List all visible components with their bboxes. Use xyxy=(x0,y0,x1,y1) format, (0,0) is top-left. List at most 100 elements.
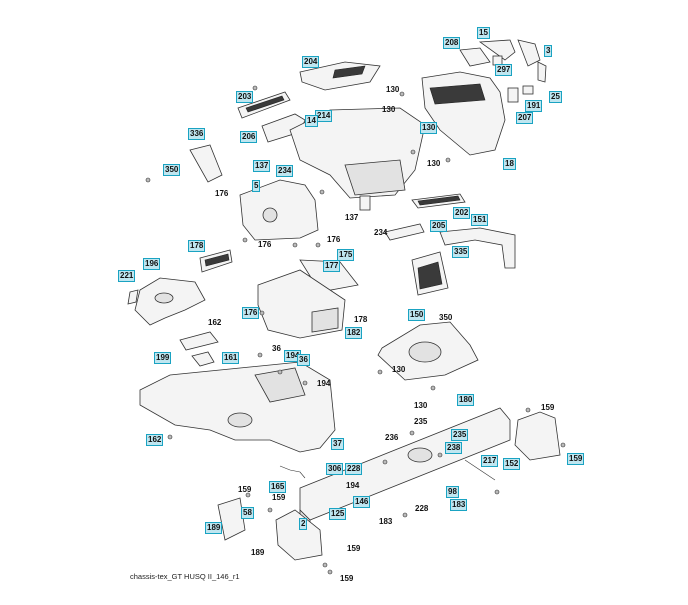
callout-137[interactable]: 137 xyxy=(253,160,271,172)
callout-125[interactable]: 125 xyxy=(329,508,347,520)
callout-236-plain[interactable]: 236 xyxy=(385,433,399,442)
callout-130-plain-1[interactable]: 130 xyxy=(382,105,396,114)
callout-146[interactable]: 146 xyxy=(353,496,371,508)
part-hood-14 xyxy=(289,107,426,199)
part-hood-panel-204 xyxy=(299,61,381,91)
callout-5[interactable]: 5 xyxy=(252,180,261,192)
callout-176[interactable]: 176 xyxy=(242,307,260,319)
callout-130-plain-2[interactable]: 130 xyxy=(427,159,441,168)
callout-2[interactable]: 2 xyxy=(299,518,308,530)
callout-130[interactable]: 130 xyxy=(420,122,438,134)
callout-206[interactable]: 206 xyxy=(240,131,258,143)
callout-194-plain-2[interactable]: 194 xyxy=(346,481,360,490)
callout-130-plain-3[interactable]: 130 xyxy=(392,365,406,374)
part-front-hood-18 xyxy=(421,71,506,156)
callout-350[interactable]: 350 xyxy=(163,164,181,176)
callout-159-plain-2[interactable]: 159 xyxy=(238,485,252,494)
part-foot-platform-37 xyxy=(139,361,336,453)
callout-217[interactable]: 217 xyxy=(481,455,499,467)
callout-214[interactable]: 214 xyxy=(315,110,333,122)
callout-221[interactable]: 221 xyxy=(118,270,136,282)
callout-159-plain-5[interactable]: 159 xyxy=(340,574,354,583)
callout-202[interactable]: 202 xyxy=(453,207,471,219)
callout-162-plain[interactable]: 162 xyxy=(208,318,222,327)
callout-15[interactable]: 15 xyxy=(477,27,490,39)
callout-98[interactable]: 98 xyxy=(446,486,459,498)
callout-183-plain[interactable]: 183 xyxy=(379,517,393,526)
part-335 xyxy=(411,251,449,296)
callout-165[interactable]: 165 xyxy=(269,481,287,493)
callout-36-plain[interactable]: 36 xyxy=(272,344,281,353)
part-bracket-151 xyxy=(439,227,516,269)
callout-159[interactable]: 159 xyxy=(567,453,585,465)
callout-178-plain[interactable]: 178 xyxy=(354,315,368,324)
callout-335[interactable]: 335 xyxy=(452,246,470,258)
callout-176-plain-2[interactable]: 176 xyxy=(258,240,272,249)
callout-151[interactable]: 151 xyxy=(471,214,489,226)
callout-159-plain-4[interactable]: 159 xyxy=(347,544,361,553)
callout-130-plain-4[interactable]: 130 xyxy=(414,401,428,410)
callout-235-plain[interactable]: 235 xyxy=(414,417,428,426)
callout-199[interactable]: 199 xyxy=(154,352,172,364)
callout-205[interactable]: 205 xyxy=(430,220,448,232)
callout-207[interactable]: 207 xyxy=(516,112,534,124)
callout-204[interactable]: 204 xyxy=(302,56,320,68)
callout-238[interactable]: 238 xyxy=(445,442,463,454)
part-221 xyxy=(127,289,139,305)
callout-18[interactable]: 18 xyxy=(503,158,516,170)
part-207 xyxy=(507,87,519,103)
callout-14[interactable]: 14 xyxy=(305,115,318,127)
part-pan-150 xyxy=(377,321,479,381)
callout-203[interactable]: 203 xyxy=(236,91,254,103)
callout-234[interactable]: 234 xyxy=(276,165,294,177)
part-vent-178 xyxy=(199,249,233,273)
callout-58[interactable]: 58 xyxy=(241,507,254,519)
callout-189[interactable]: 189 xyxy=(205,522,223,534)
callout-175[interactable]: 175 xyxy=(337,249,355,261)
callout-137-plain[interactable]: 137 xyxy=(345,213,359,222)
part-dash-5 xyxy=(239,179,319,241)
callout-194-plain-1[interactable]: 194 xyxy=(317,379,331,388)
callout-152[interactable]: 152 xyxy=(503,458,521,470)
callout-350-plain[interactable]: 350 xyxy=(439,313,453,322)
callout-36[interactable]: 36 xyxy=(297,354,310,366)
callout-25[interactable]: 25 xyxy=(549,91,562,103)
callout-235[interactable]: 235 xyxy=(451,429,469,441)
callout-3[interactable]: 3 xyxy=(544,45,553,57)
callout-159-plain-1[interactable]: 159 xyxy=(541,403,555,412)
callout-336[interactable]: 336 xyxy=(188,128,206,140)
part-25 xyxy=(537,61,547,83)
callout-37[interactable]: 37 xyxy=(331,438,344,450)
callout-189-plain[interactable]: 189 xyxy=(251,548,265,557)
callout-177[interactable]: 177 xyxy=(323,260,341,272)
callout-162[interactable]: 162 xyxy=(146,434,164,446)
callout-150[interactable]: 150 xyxy=(408,309,426,321)
callout-130-plain-5[interactable]: 130 xyxy=(386,85,400,94)
part-console-182 xyxy=(257,269,346,339)
callout-228[interactable]: 228 xyxy=(345,463,363,475)
callout-191[interactable]: 191 xyxy=(525,100,543,112)
part-grille-202 xyxy=(411,193,466,209)
part-rod-217 xyxy=(464,459,496,481)
callout-176-plain-3[interactable]: 176 xyxy=(327,235,341,244)
callout-159-plain-3[interactable]: 159 xyxy=(272,493,286,502)
callout-176-plain-1[interactable]: 176 xyxy=(215,189,229,198)
part-152 xyxy=(514,411,561,461)
part-199 xyxy=(179,331,219,351)
part-front-bracket-2 xyxy=(275,509,323,561)
callout-196[interactable]: 196 xyxy=(143,258,161,270)
callout-161[interactable]: 161 xyxy=(222,352,240,364)
callout-297[interactable]: 297 xyxy=(495,64,513,76)
callout-306[interactable]: 306 xyxy=(326,463,344,475)
part-234 xyxy=(359,195,371,211)
part-205 xyxy=(384,223,425,241)
callout-228-plain[interactable]: 228 xyxy=(415,504,429,513)
callout-208[interactable]: 208 xyxy=(443,37,461,49)
callout-234-plain[interactable]: 234 xyxy=(374,228,388,237)
callout-178[interactable]: 178 xyxy=(188,240,206,252)
callout-183[interactable]: 183 xyxy=(450,499,468,511)
callout-182[interactable]: 182 xyxy=(345,327,363,339)
callout-180[interactable]: 180 xyxy=(457,394,475,406)
